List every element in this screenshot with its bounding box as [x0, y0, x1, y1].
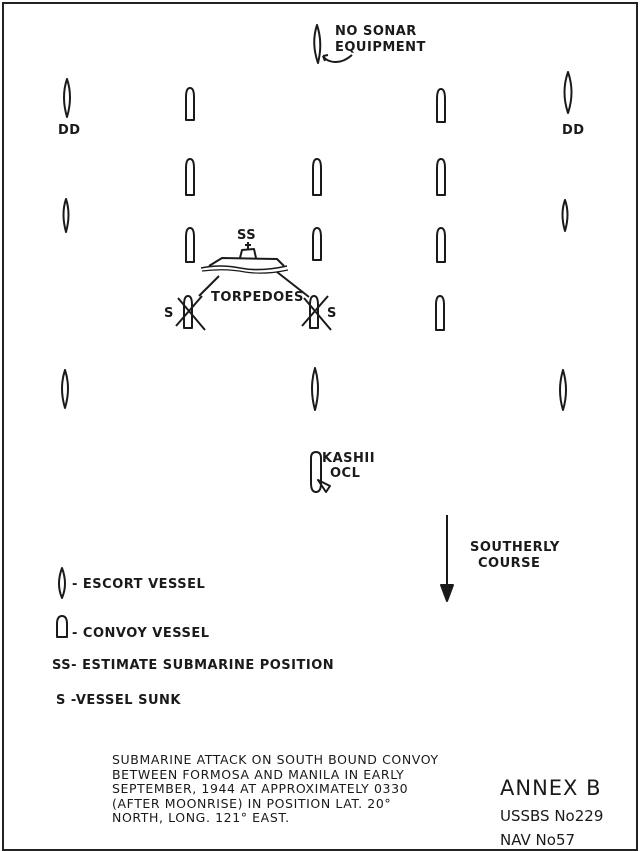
- convoy-vessel-icon: [436, 227, 446, 263]
- convoy-vessel-icon: [185, 227, 195, 263]
- sunk-label-left: S: [164, 306, 174, 321]
- escort-vessel-icon: [63, 78, 71, 118]
- escort-vessel-icon: [61, 369, 69, 409]
- kashii-pennant-icon: [317, 479, 331, 493]
- convoy-vessel-icon: [436, 88, 446, 123]
- sunk-label-right: S: [327, 306, 337, 321]
- submarine-icon: [200, 242, 289, 274]
- convoy-vessel-icon: [185, 87, 195, 121]
- no-sonar-note-line1: NO SONAR: [335, 24, 417, 39]
- legend-escort-icon: [58, 567, 66, 599]
- dd-label-left: DD: [58, 123, 81, 138]
- escort-vessel-icon: [561, 199, 569, 232]
- escort-vessel-icon: [563, 71, 573, 114]
- caption-line: SUBMARINE ATTACK ON SOUTH BOUND CONVOY: [112, 752, 439, 767]
- legend-submarine-text: SS- ESTIMATE SUBMARINE POSITION: [52, 658, 335, 673]
- annex-title: ANNEX B: [500, 776, 602, 800]
- dd-label-right: DD: [562, 123, 585, 138]
- kashii-label: KASHII: [322, 451, 376, 466]
- caption-line: NORTH, LONG. 121° EAST.: [112, 810, 290, 826]
- escort-vessel-icon: [62, 198, 70, 233]
- legend-sunk-text: S -VESSEL SUNK: [56, 693, 181, 708]
- convoy-vessel-icon: [435, 295, 445, 331]
- diagram-caption: SUBMARINE ATTACK ON SOUTH BOUND CONVOY B…: [112, 752, 439, 826]
- nav-number: NAV No57: [500, 831, 576, 849]
- course-label-line2: COURSE: [478, 556, 541, 571]
- ss-label: SS: [237, 228, 257, 243]
- caption-line: SEPTEMBER, 1944 AT APPROXIMATELY 0330: [112, 781, 409, 797]
- sunk-convoy-vessel-icon: [309, 295, 319, 329]
- south-arrow-icon: [440, 515, 454, 602]
- escort-vessel-icon: [559, 369, 567, 411]
- annex-reference: ANNEX B USSBS No229 NAV No57: [500, 776, 603, 851]
- course-label-line1: SOUTHERLY: [470, 540, 560, 555]
- escort-vessel-icon: [313, 24, 322, 64]
- legend-escort-text: - ESCORT VESSEL: [72, 577, 206, 592]
- torpedo-track-right: [276, 271, 310, 298]
- sunk-convoy-vessel-icon: [183, 295, 193, 329]
- convoy-vessel-icon: [312, 227, 322, 261]
- sunk-x-mark: [301, 295, 332, 331]
- sunk-x-mark: [175, 295, 206, 331]
- convoy-vessel-icon: [436, 158, 446, 196]
- no-sonar-note-line2: EQUIPMENT: [335, 40, 426, 55]
- kashii-vessel-icon: [310, 451, 322, 493]
- ocl-label: OCL: [330, 466, 361, 481]
- legend-convoy-icon: [56, 615, 68, 638]
- torpedo-track-left: [198, 275, 220, 297]
- convoy-vessel-icon: [185, 158, 195, 196]
- convoy-vessel-icon: [312, 158, 322, 196]
- caption-line: BETWEEN FORMOSA AND MANILA IN EARLY: [112, 766, 405, 782]
- note-pointer-arrow: [322, 54, 353, 63]
- torpedoes-label: TORPEDOES: [211, 290, 304, 305]
- legend-convoy-text: - CONVOY VESSEL: [72, 626, 210, 641]
- caption-line: (AFTER MOONRISE) IN POSITION LAT. 20°: [112, 795, 392, 811]
- escort-vessel-icon: [311, 367, 319, 411]
- ussbs-number: USSBS No229: [500, 807, 604, 825]
